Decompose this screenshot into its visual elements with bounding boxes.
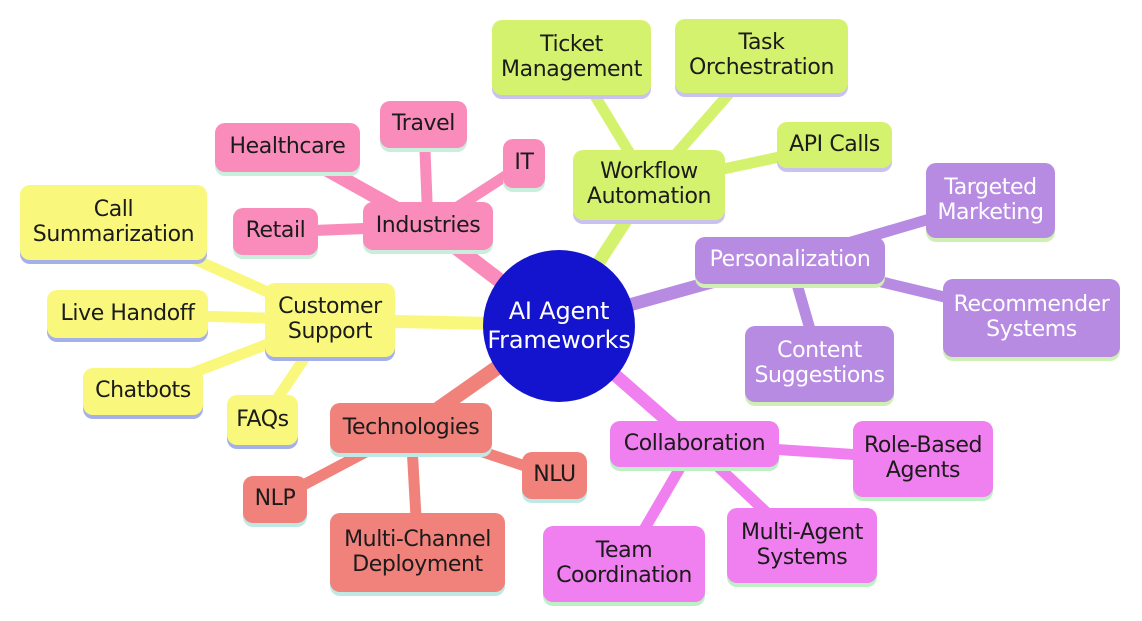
node-targeted-marketing: Targeted Marketing <box>926 163 1055 238</box>
node-industries: Industries <box>363 202 493 250</box>
node-faqs: FAQs <box>227 395 298 445</box>
node-retail: Retail <box>233 208 318 255</box>
center-node-ai-agent-frameworks: AI Agent Frameworks <box>483 250 635 402</box>
node-multi-channel-deployment: Multi-Channel Deployment <box>330 513 505 592</box>
node-workflow-automation: Workflow Automation <box>573 150 725 220</box>
node-team-coordination: Team Coordination <box>543 526 705 602</box>
node-content-suggestions: Content Suggestions <box>745 326 894 402</box>
node-personalization: Personalization <box>695 237 885 284</box>
node-ticket-management: Ticket Management <box>492 20 651 95</box>
node-technologies: Technologies <box>330 403 492 453</box>
node-role-based-agents: Role-Based Agents <box>853 421 993 497</box>
node-nlu: NLU <box>522 452 587 499</box>
node-task-orchestration: Task Orchestration <box>675 19 848 93</box>
node-nlp: NLP <box>243 476 307 523</box>
node-it: IT <box>503 139 545 188</box>
node-multi-agent-systems: Multi-Agent Systems <box>727 508 877 583</box>
node-chatbots: Chatbots <box>83 368 203 415</box>
node-collaboration: Collaboration <box>610 421 779 467</box>
node-recommender-systems: Recommender Systems <box>943 279 1120 357</box>
node-call-summarization: Call Summarization <box>20 185 207 260</box>
node-live-handoff: Live Handoff <box>47 290 208 338</box>
node-healthcare: Healthcare <box>215 123 360 172</box>
node-api-calls: API Calls <box>777 122 892 168</box>
node-travel: Travel <box>380 101 467 148</box>
node-customer-support: Customer Support <box>265 283 395 357</box>
